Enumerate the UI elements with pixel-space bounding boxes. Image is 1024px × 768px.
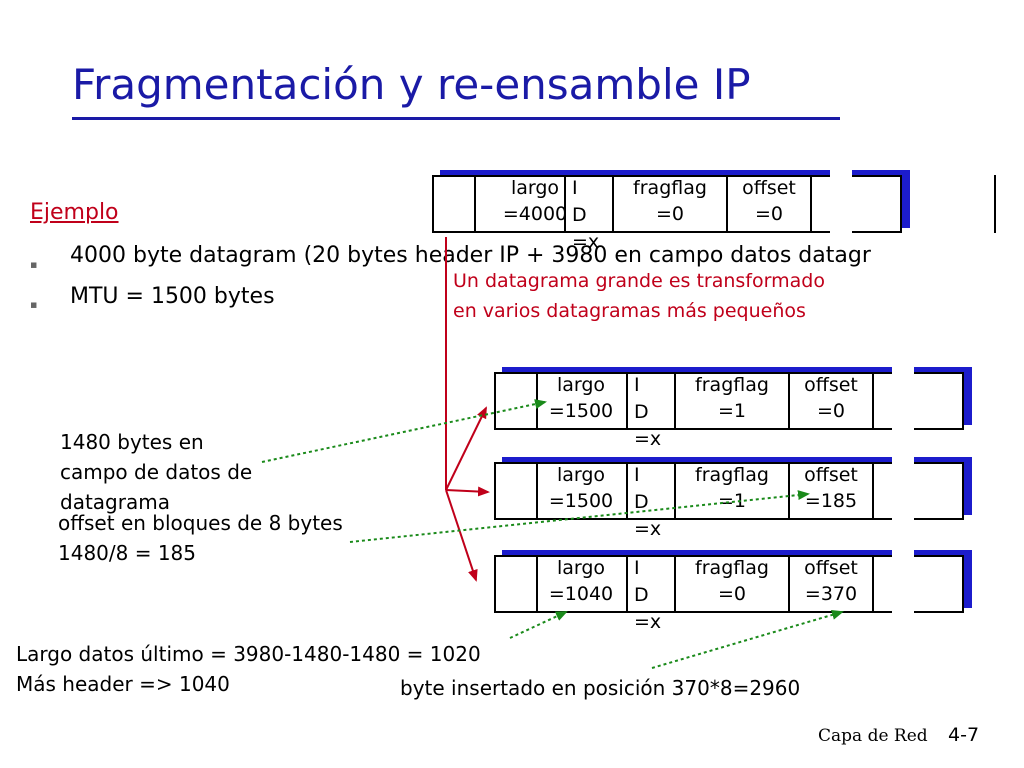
fragflag-field: fragflag=0 — [633, 177, 707, 225]
footer-page-number: 4-7 — [948, 724, 980, 746]
callout-line1: Un datagrama grande es transformado — [453, 270, 825, 292]
note-largo-line2: Más header => 1040 — [16, 672, 230, 696]
largo-field: largo=1040 — [548, 557, 614, 605]
callout-line2: en varios datagramas más pequeños — [453, 300, 806, 322]
ejemplo-heading: Ejemplo — [30, 200, 119, 225]
largo-field: largo=1500 — [548, 464, 614, 512]
note-bytes-line1: 1480 bytes en — [60, 430, 204, 454]
footer-section: Capa de Red — [818, 726, 928, 746]
slide-title: Fragmentación y re-ensamble IP — [72, 60, 751, 109]
offset-field: offset=0 — [804, 374, 858, 422]
square-bullet-icon: ▪ — [30, 298, 38, 311]
offset-field: offset=0 — [742, 177, 796, 225]
pointer-largo-ultimo — [509, 611, 568, 639]
note-byte-insertado: byte insertado en posición 370*8=2960 — [400, 676, 801, 700]
note-bytes-line2: campo de datos de — [60, 460, 253, 484]
arrow-to-fragment-3 — [445, 489, 478, 582]
title-underline — [72, 117, 840, 120]
square-bullet-icon: ▪ — [30, 258, 38, 271]
bullet-mtu: MTU = 1500 bytes — [70, 284, 275, 309]
pointer-offset-bloques — [349, 490, 810, 543]
largo-field: largo=4000 — [502, 177, 568, 225]
note-largo-line1: Largo datos último = 3980-1480-1480 = 10… — [16, 642, 481, 666]
pointer-bytes-campo — [261, 399, 547, 463]
fragflag-field: fragflag=1 — [695, 374, 769, 422]
bullet-datagram: 4000 byte datagram (20 bytes header IP +… — [70, 243, 871, 268]
arrow-to-fragment-1 — [445, 406, 487, 491]
fragflag-field: fragflag=1 — [695, 464, 769, 512]
note-offset-line2: 1480/8 = 185 — [58, 541, 197, 565]
offset-field: offset=185 — [804, 464, 858, 512]
largo-field: largo=1500 — [548, 374, 614, 422]
note-bytes-line3: datagrama — [60, 490, 170, 514]
fragflag-field: fragflag=0 — [695, 557, 769, 605]
offset-field: offset=370 — [804, 557, 858, 605]
pointer-byte-insertado — [651, 610, 844, 669]
arrow-to-fragment-2 — [445, 486, 490, 497]
note-offset-line1: offset en bloques de 8 bytes — [58, 511, 343, 535]
